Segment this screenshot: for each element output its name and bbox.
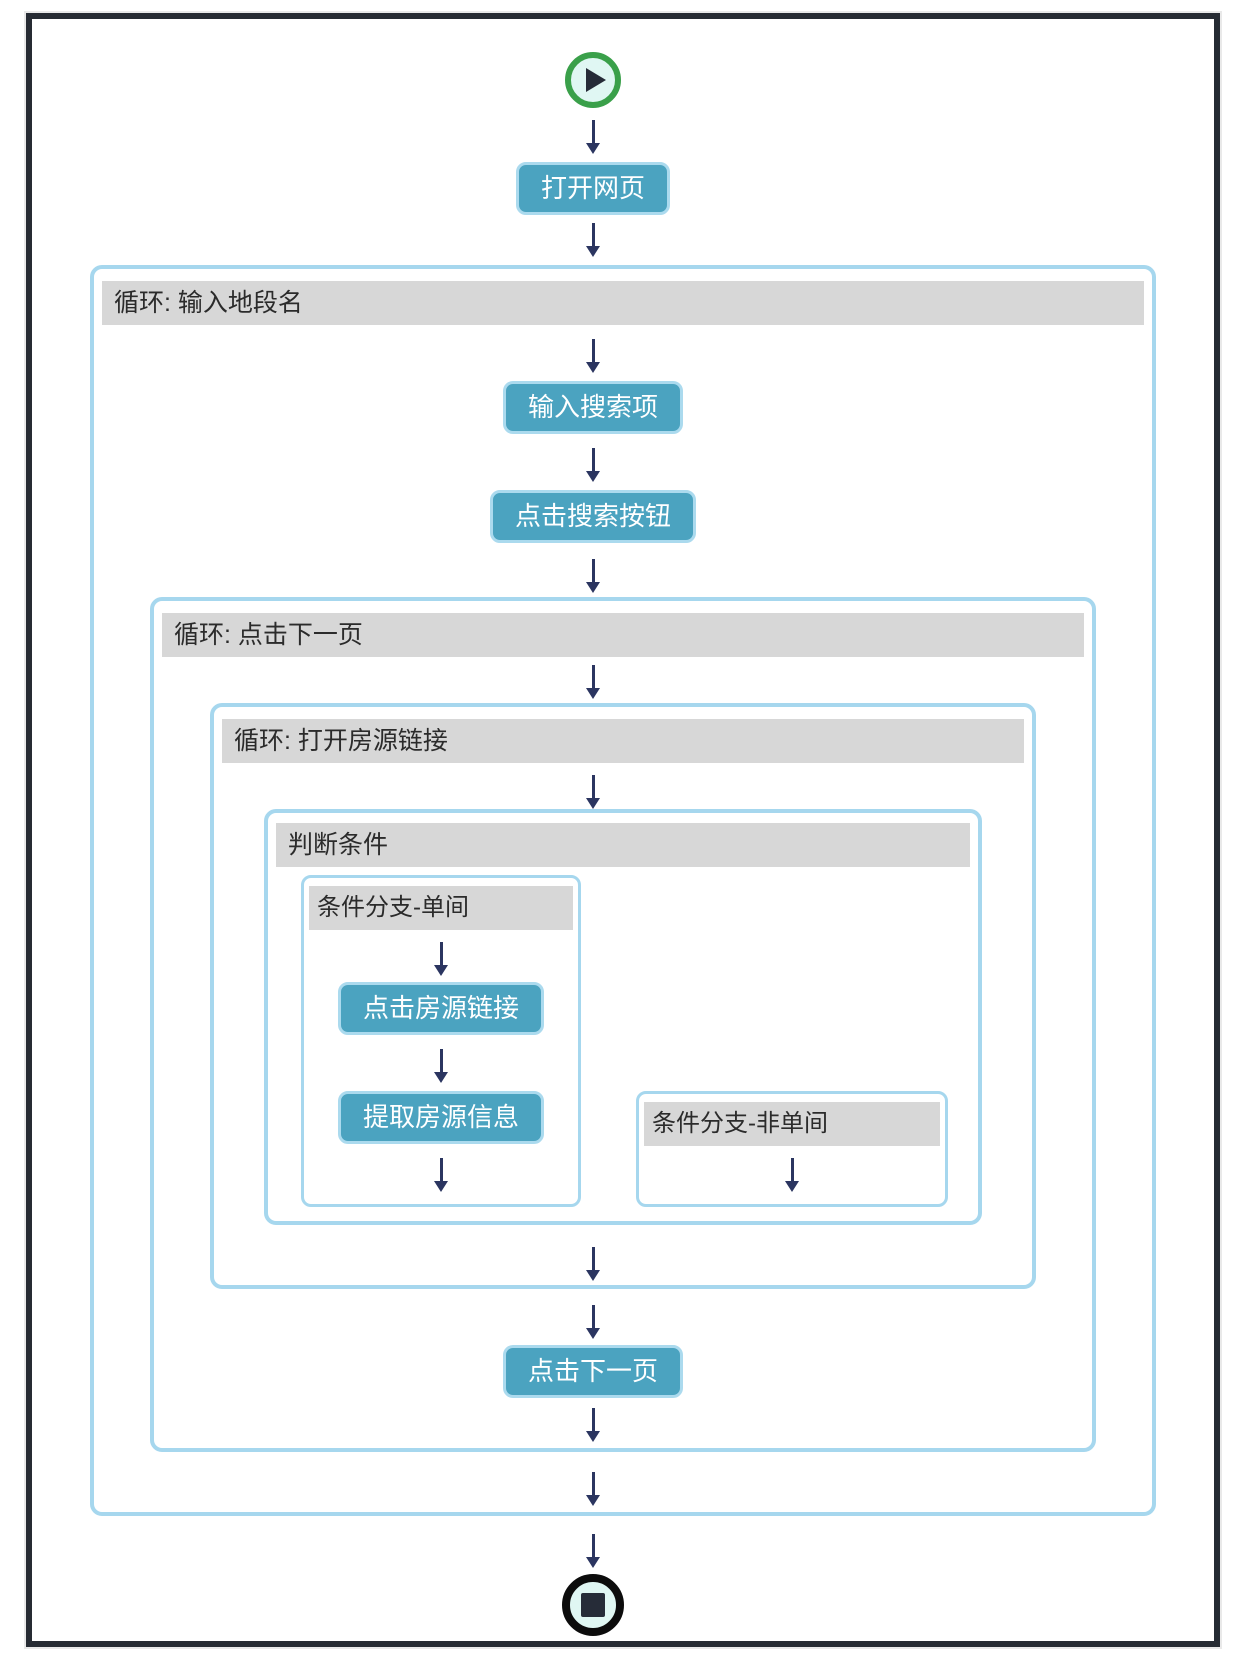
flow-arrow xyxy=(586,223,600,257)
flow-arrow xyxy=(586,448,600,482)
step-click-listing[interactable]: 点击房源链接 xyxy=(337,982,544,1035)
flow-arrow xyxy=(586,775,600,809)
branch-container-not-single: 条件分支-非单间 xyxy=(636,1091,948,1207)
flow-arrow xyxy=(586,665,600,699)
step-click-search[interactable]: 点击搜索按钮 xyxy=(489,490,696,543)
loop-header-next-page[interactable]: 循环: 点击下一页 xyxy=(162,613,1084,657)
end-node[interactable] xyxy=(562,1574,624,1636)
loop-container-next-page: 循环: 点击下一页 循环: 打开房源链接 判断条件 条件分 xyxy=(150,597,1096,1452)
flow-arrow xyxy=(586,1472,600,1506)
loop-header-district[interactable]: 循环: 输入地段名 xyxy=(102,281,1144,325)
workflow-flow: 打开网页 循环: 输入地段名 输入搜索项 点击搜索按钮 循环: 点击下一页 循环… xyxy=(32,19,1214,1641)
flow-arrow xyxy=(586,559,600,593)
start-node[interactable] xyxy=(565,52,621,108)
stop-icon xyxy=(581,1593,605,1617)
branch-header-single[interactable]: 条件分支-单间 xyxy=(309,886,573,930)
loop-container-open-listing: 循环: 打开房源链接 判断条件 条件分支-单间 点击房源链接 xyxy=(210,703,1036,1289)
play-icon xyxy=(585,68,606,92)
step-input-search[interactable]: 输入搜索项 xyxy=(502,381,683,434)
step-click-next-page[interactable]: 点击下一页 xyxy=(502,1345,683,1398)
flow-arrow xyxy=(434,1158,448,1192)
flow-arrow xyxy=(586,1247,600,1281)
flow-arrow xyxy=(586,1534,600,1568)
flow-arrow xyxy=(434,942,448,976)
condition-branches: 条件分支-单间 点击房源链接 提取房源信息 条件分支-非单间 xyxy=(301,875,952,1207)
flow-arrow xyxy=(586,1408,600,1442)
flow-arrow xyxy=(586,339,600,373)
flow-arrow xyxy=(785,1158,799,1192)
flow-arrow xyxy=(586,1305,600,1339)
step-open-webpage[interactable]: 打开网页 xyxy=(515,162,670,215)
canvas-frame: 打开网页 循环: 输入地段名 输入搜索项 点击搜索按钮 循环: 点击下一页 循环… xyxy=(26,13,1220,1647)
condition-header[interactable]: 判断条件 xyxy=(276,823,970,867)
loop-container-district: 循环: 输入地段名 输入搜索项 点击搜索按钮 循环: 点击下一页 循环: 打开房… xyxy=(90,265,1156,1516)
branch-container-single: 条件分支-单间 点击房源链接 提取房源信息 xyxy=(301,875,581,1207)
flow-arrow xyxy=(434,1049,448,1083)
branch-header-not-single[interactable]: 条件分支-非单间 xyxy=(644,1102,940,1146)
condition-container: 判断条件 条件分支-单间 点击房源链接 提取房源信息 xyxy=(264,809,982,1225)
step-extract-info[interactable]: 提取房源信息 xyxy=(337,1091,544,1144)
flow-arrow xyxy=(586,120,600,154)
loop-header-open-listing[interactable]: 循环: 打开房源链接 xyxy=(222,719,1024,763)
